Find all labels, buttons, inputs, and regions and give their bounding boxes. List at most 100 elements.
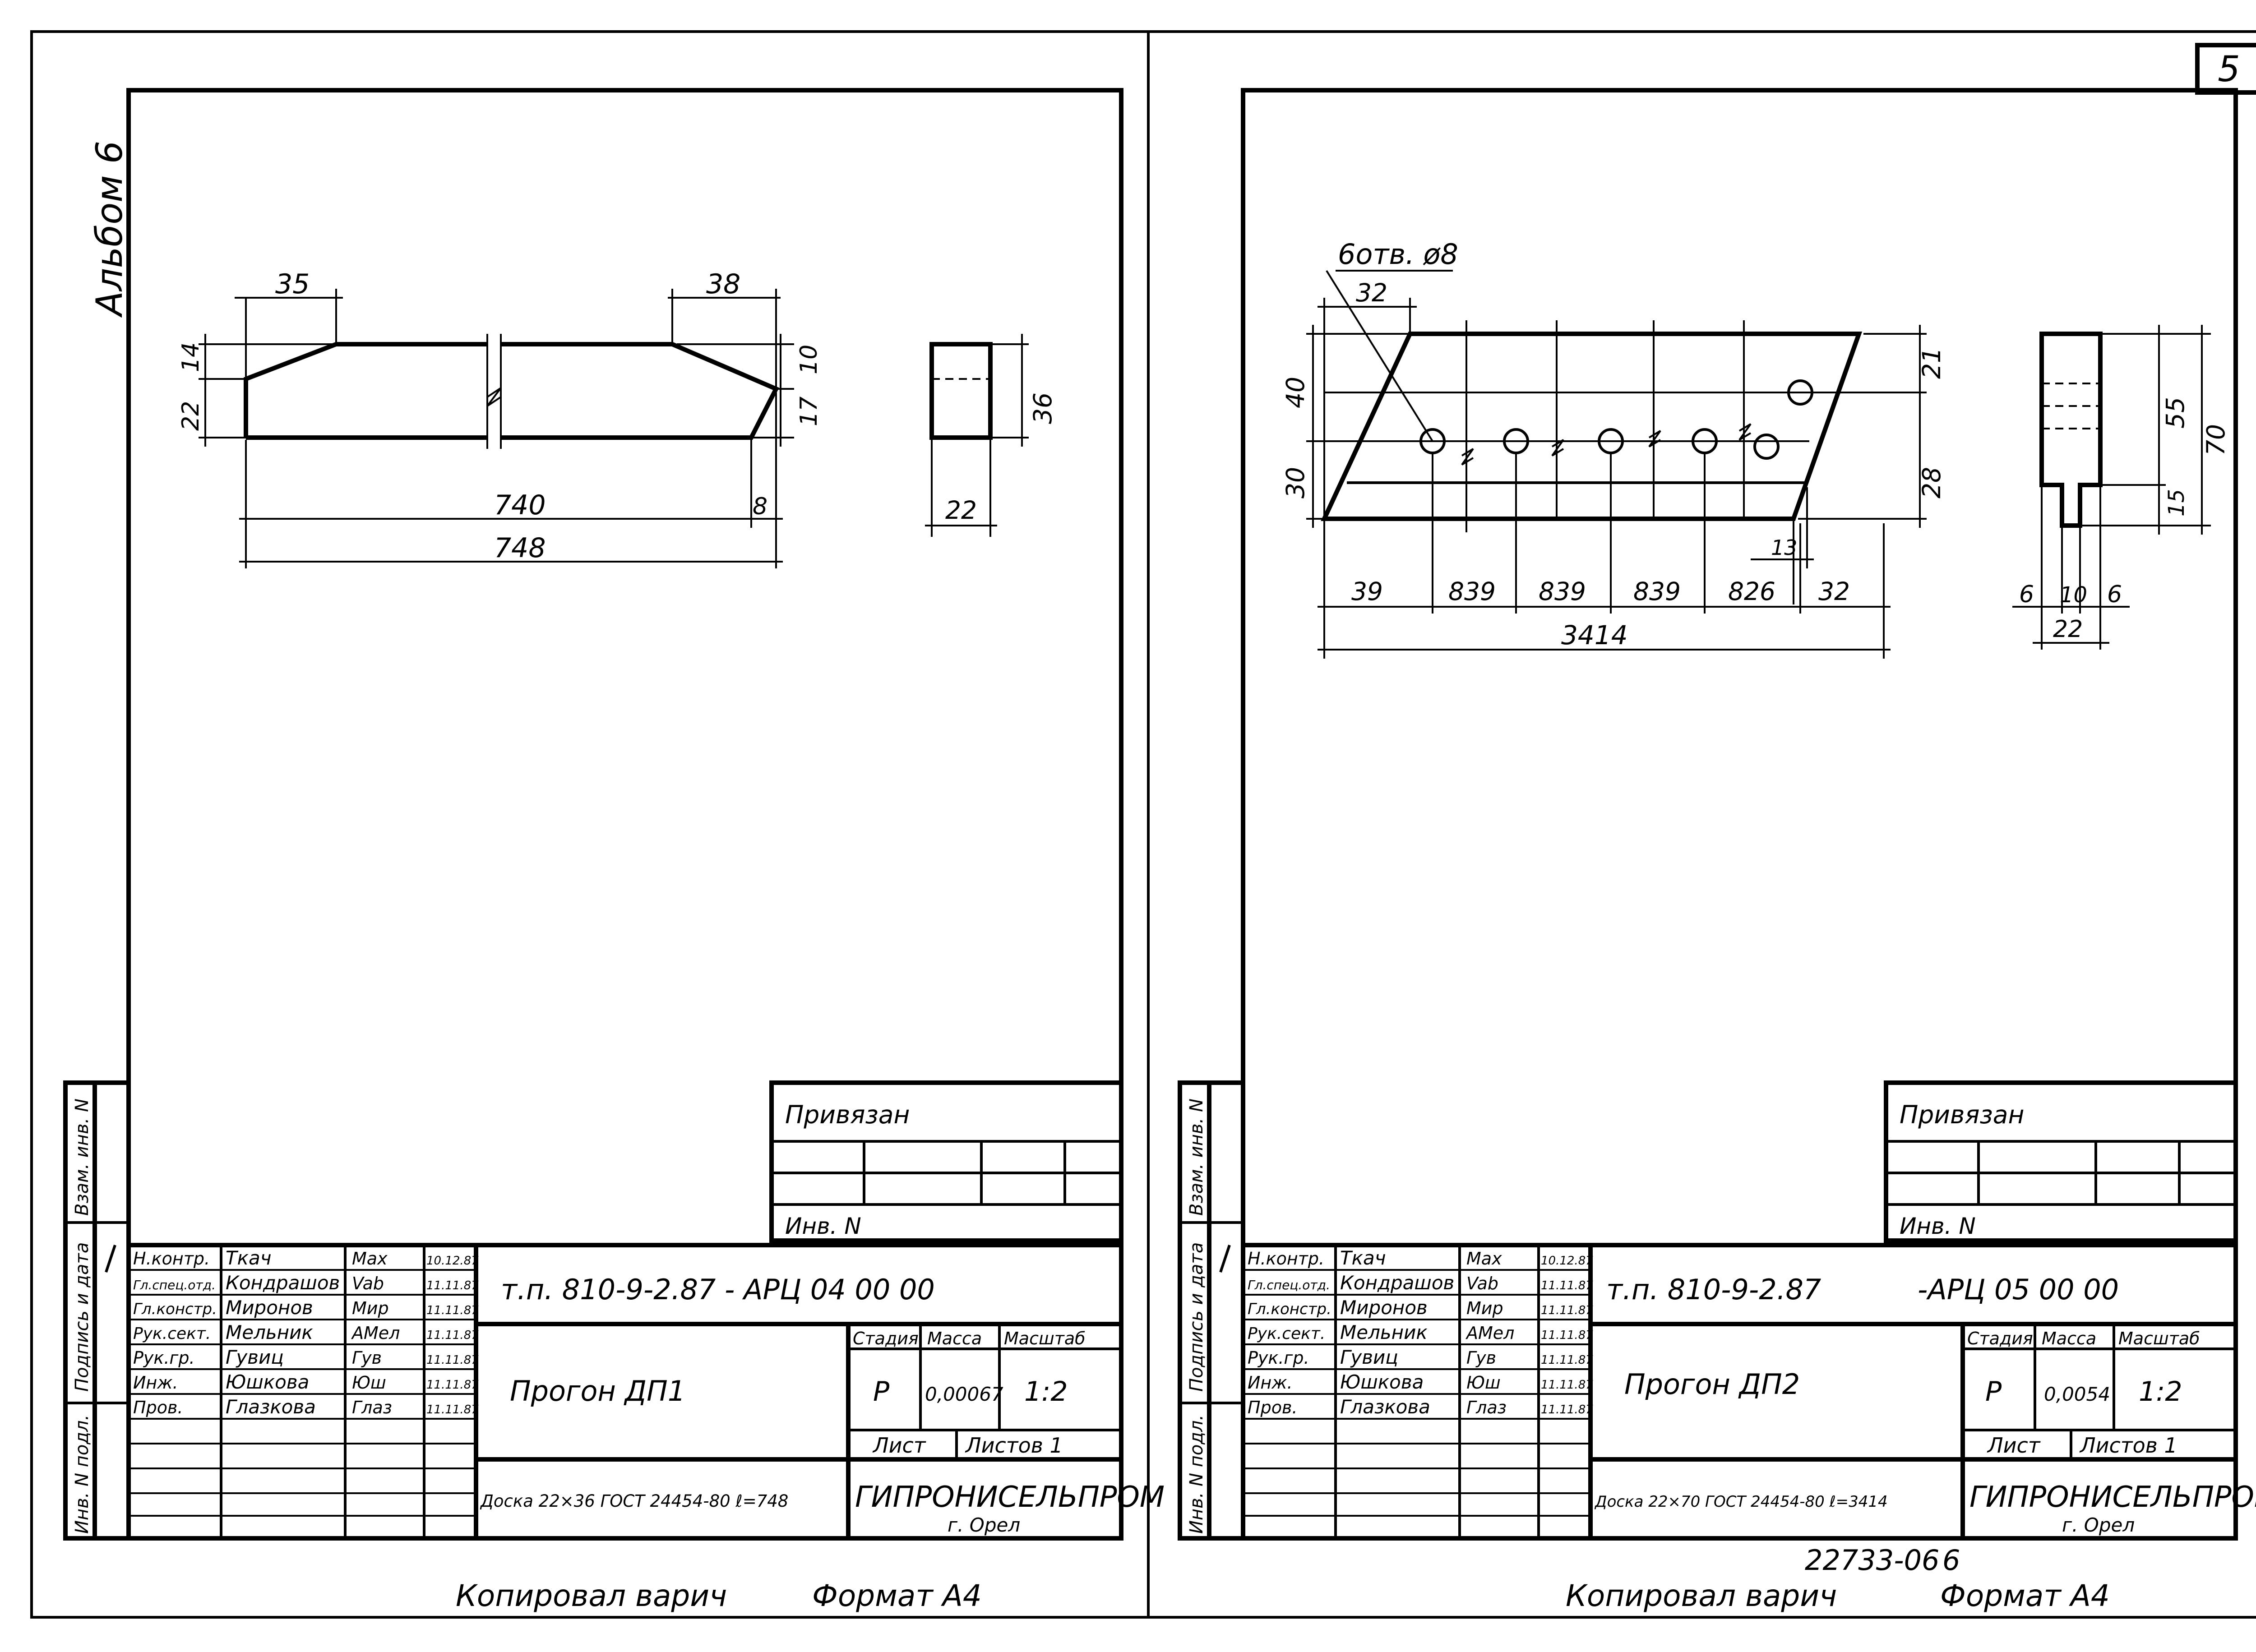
- staff-sign: Гув: [1466, 1348, 1496, 1368]
- inv-n-label: Инв. N: [785, 1213, 861, 1239]
- staff-name: Миронов: [1340, 1297, 1428, 1319]
- dim-sec-total: 70: [2201, 424, 2230, 456]
- staff-sign: Vab: [352, 1274, 384, 1293]
- staff-sign: Юш: [1466, 1373, 1501, 1393]
- staff-role: Пров.: [1248, 1398, 1297, 1417]
- doc-code: т.п. 810-9-2.87: [1606, 1273, 1821, 1306]
- right-side-strip: Взам. инв. N Подпись и дата Инв. N подл.: [1178, 1080, 1245, 1541]
- sheet-label: Лист: [872, 1433, 926, 1458]
- staff-date: 11.11.87: [426, 1279, 479, 1292]
- dim-right-small: 13: [1771, 535, 1798, 560]
- dim-seg: 32: [1818, 577, 1850, 606]
- staff-sign: Мир: [352, 1298, 389, 1318]
- page-number: 5: [2218, 49, 2240, 90]
- side-strip-replace-inv: Взам. инв. N: [72, 1098, 92, 1216]
- scale-value: 1:2: [2139, 1376, 2182, 1407]
- staff-role: Гл.спец.отд.: [133, 1278, 216, 1292]
- staff-date: 10.12.87: [426, 1254, 479, 1268]
- sheet-label: Лист: [1987, 1433, 2041, 1458]
- staff-role: Рук.сект.: [1248, 1324, 1325, 1343]
- staff-name: Кондрашов: [1340, 1272, 1454, 1294]
- mass-value: 0,0054: [2044, 1383, 2110, 1405]
- staff-name: Ткач: [226, 1247, 272, 1269]
- scale-header: Масштаб: [1004, 1329, 1086, 1348]
- staff-date: 11.11.87: [426, 1329, 479, 1342]
- album-label: Альбом 6: [88, 141, 130, 318]
- staff-name: Юшкова: [226, 1371, 309, 1393]
- staff-date: 11.11.87: [1541, 1279, 1593, 1292]
- staff-name: Кондрашов: [226, 1272, 340, 1294]
- dim-sec-w-right: 6: [2107, 581, 2122, 608]
- inv-n-label: Инв. N: [1900, 1213, 1976, 1239]
- staff-date: 11.11.87: [1541, 1353, 1593, 1367]
- right-part-drawing: 6отв. ø8 32 40 30 21 28 13: [1281, 238, 2230, 659]
- staff-role: Рук.сект.: [133, 1324, 211, 1343]
- break-symbol: [486, 334, 502, 449]
- staff-name: Мельник: [226, 1321, 313, 1343]
- doc-suffix: -АРЦ 05 00 00: [1918, 1273, 2119, 1306]
- mass-header: Масса: [927, 1329, 982, 1348]
- staff-role: Гл.констр.: [1248, 1300, 1331, 1318]
- staff-role: Инж.: [133, 1373, 178, 1393]
- mass-value: 0,00067: [925, 1383, 1003, 1405]
- dim-sec-tongue: 15: [2164, 489, 2189, 517]
- staff-role: Инж.: [1248, 1373, 1293, 1393]
- staff-date: 11.11.87: [426, 1353, 479, 1367]
- stage-value: Р: [873, 1376, 890, 1407]
- scale-value: 1:2: [1024, 1376, 1068, 1407]
- staff-date: 11.11.87: [426, 1304, 479, 1317]
- copied-by-right: Копировал варич: [1566, 1578, 1837, 1613]
- beam-outline: [244, 342, 779, 440]
- staff-date: 10.12.87: [1541, 1254, 1593, 1268]
- dim-seg: 839: [1448, 577, 1496, 606]
- dim-section-height: 36: [1028, 392, 1057, 424]
- dim-left-upper: 40: [1281, 377, 1310, 408]
- stage-header: Стадия: [853, 1329, 919, 1348]
- left-side-strip: Взам. инв. N Подпись и дата Инв. N подл.: [63, 1080, 131, 1541]
- left-part-drawing: 35 38 14 22 10 17 740 8 748 36 22: [177, 268, 1057, 568]
- org-name: ГИПРОНИСЕЛЬПРОМ: [1969, 1481, 2256, 1514]
- staff-date: 11.11.87: [1541, 1403, 1593, 1417]
- dim-top-right: 38: [706, 268, 740, 300]
- left-title-block: Привязан Инв. N: [126, 1080, 1165, 1541]
- dim-left-lower: 22: [177, 401, 204, 431]
- staff-name: Гувиц: [1340, 1346, 1398, 1368]
- right-sheet: Взам. инв. N Подпись и дата Инв. N подл.: [1178, 88, 2256, 1541]
- right-title-block: Привязан Инв. N Н: [1241, 1080, 2256, 1541]
- privyazan-label: Привязан: [1900, 1100, 2024, 1129]
- dim-end-offset: 8: [753, 493, 767, 520]
- sheets-label: Листов 1: [2079, 1433, 2177, 1458]
- org-name: ГИПРОНИСЕЛЬПРОМ: [855, 1481, 1165, 1514]
- staff-sign: Глаз: [352, 1398, 392, 1417]
- dim-seg: 39: [1351, 577, 1383, 606]
- staff-name: Глазкова: [226, 1396, 316, 1418]
- part-title: Прогон ДП1: [510, 1375, 685, 1407]
- dim-sec-inner: 55: [2161, 397, 2190, 429]
- staff-date: 11.11.87: [426, 1378, 479, 1392]
- staff-name: Юшкова: [1340, 1371, 1424, 1393]
- inventory-code: 22733-06: [1805, 1544, 1940, 1577]
- staff-sign: Vab: [1466, 1274, 1498, 1293]
- staff-role: Гл.констр.: [133, 1300, 217, 1318]
- staff-role: Рук.гр.: [133, 1348, 195, 1368]
- staff-sign: Юш: [352, 1373, 386, 1393]
- staff-name: Глазкова: [1340, 1396, 1430, 1418]
- staff-sign: АМел: [1465, 1323, 1514, 1343]
- org-city: г. Орел: [2062, 1514, 2135, 1536]
- staff-role: Н.контр.: [133, 1249, 210, 1269]
- dim-seg: 826: [1728, 577, 1775, 606]
- stage-header: Стадия: [1967, 1329, 2033, 1348]
- staff-date: 11.11.87: [1541, 1378, 1593, 1392]
- dim-sec-w-total: 22: [2053, 616, 2083, 643]
- dim-section-width: 22: [945, 496, 977, 525]
- part-title: Прогон ДП2: [1624, 1368, 1800, 1401]
- staff-date: 11.11.87: [426, 1403, 479, 1417]
- staff-sign: Мир: [1466, 1298, 1503, 1318]
- staff-date: 11.11.87: [1541, 1304, 1593, 1317]
- dim-right-top: 21: [1917, 347, 1946, 379]
- staff-sign: Мах: [352, 1249, 388, 1269]
- dim-right-upper: 10: [795, 345, 823, 374]
- side-strip-sign-date: Подпись и дата: [1186, 1242, 1207, 1392]
- dim-sec-w-mid: 10: [2060, 582, 2087, 608]
